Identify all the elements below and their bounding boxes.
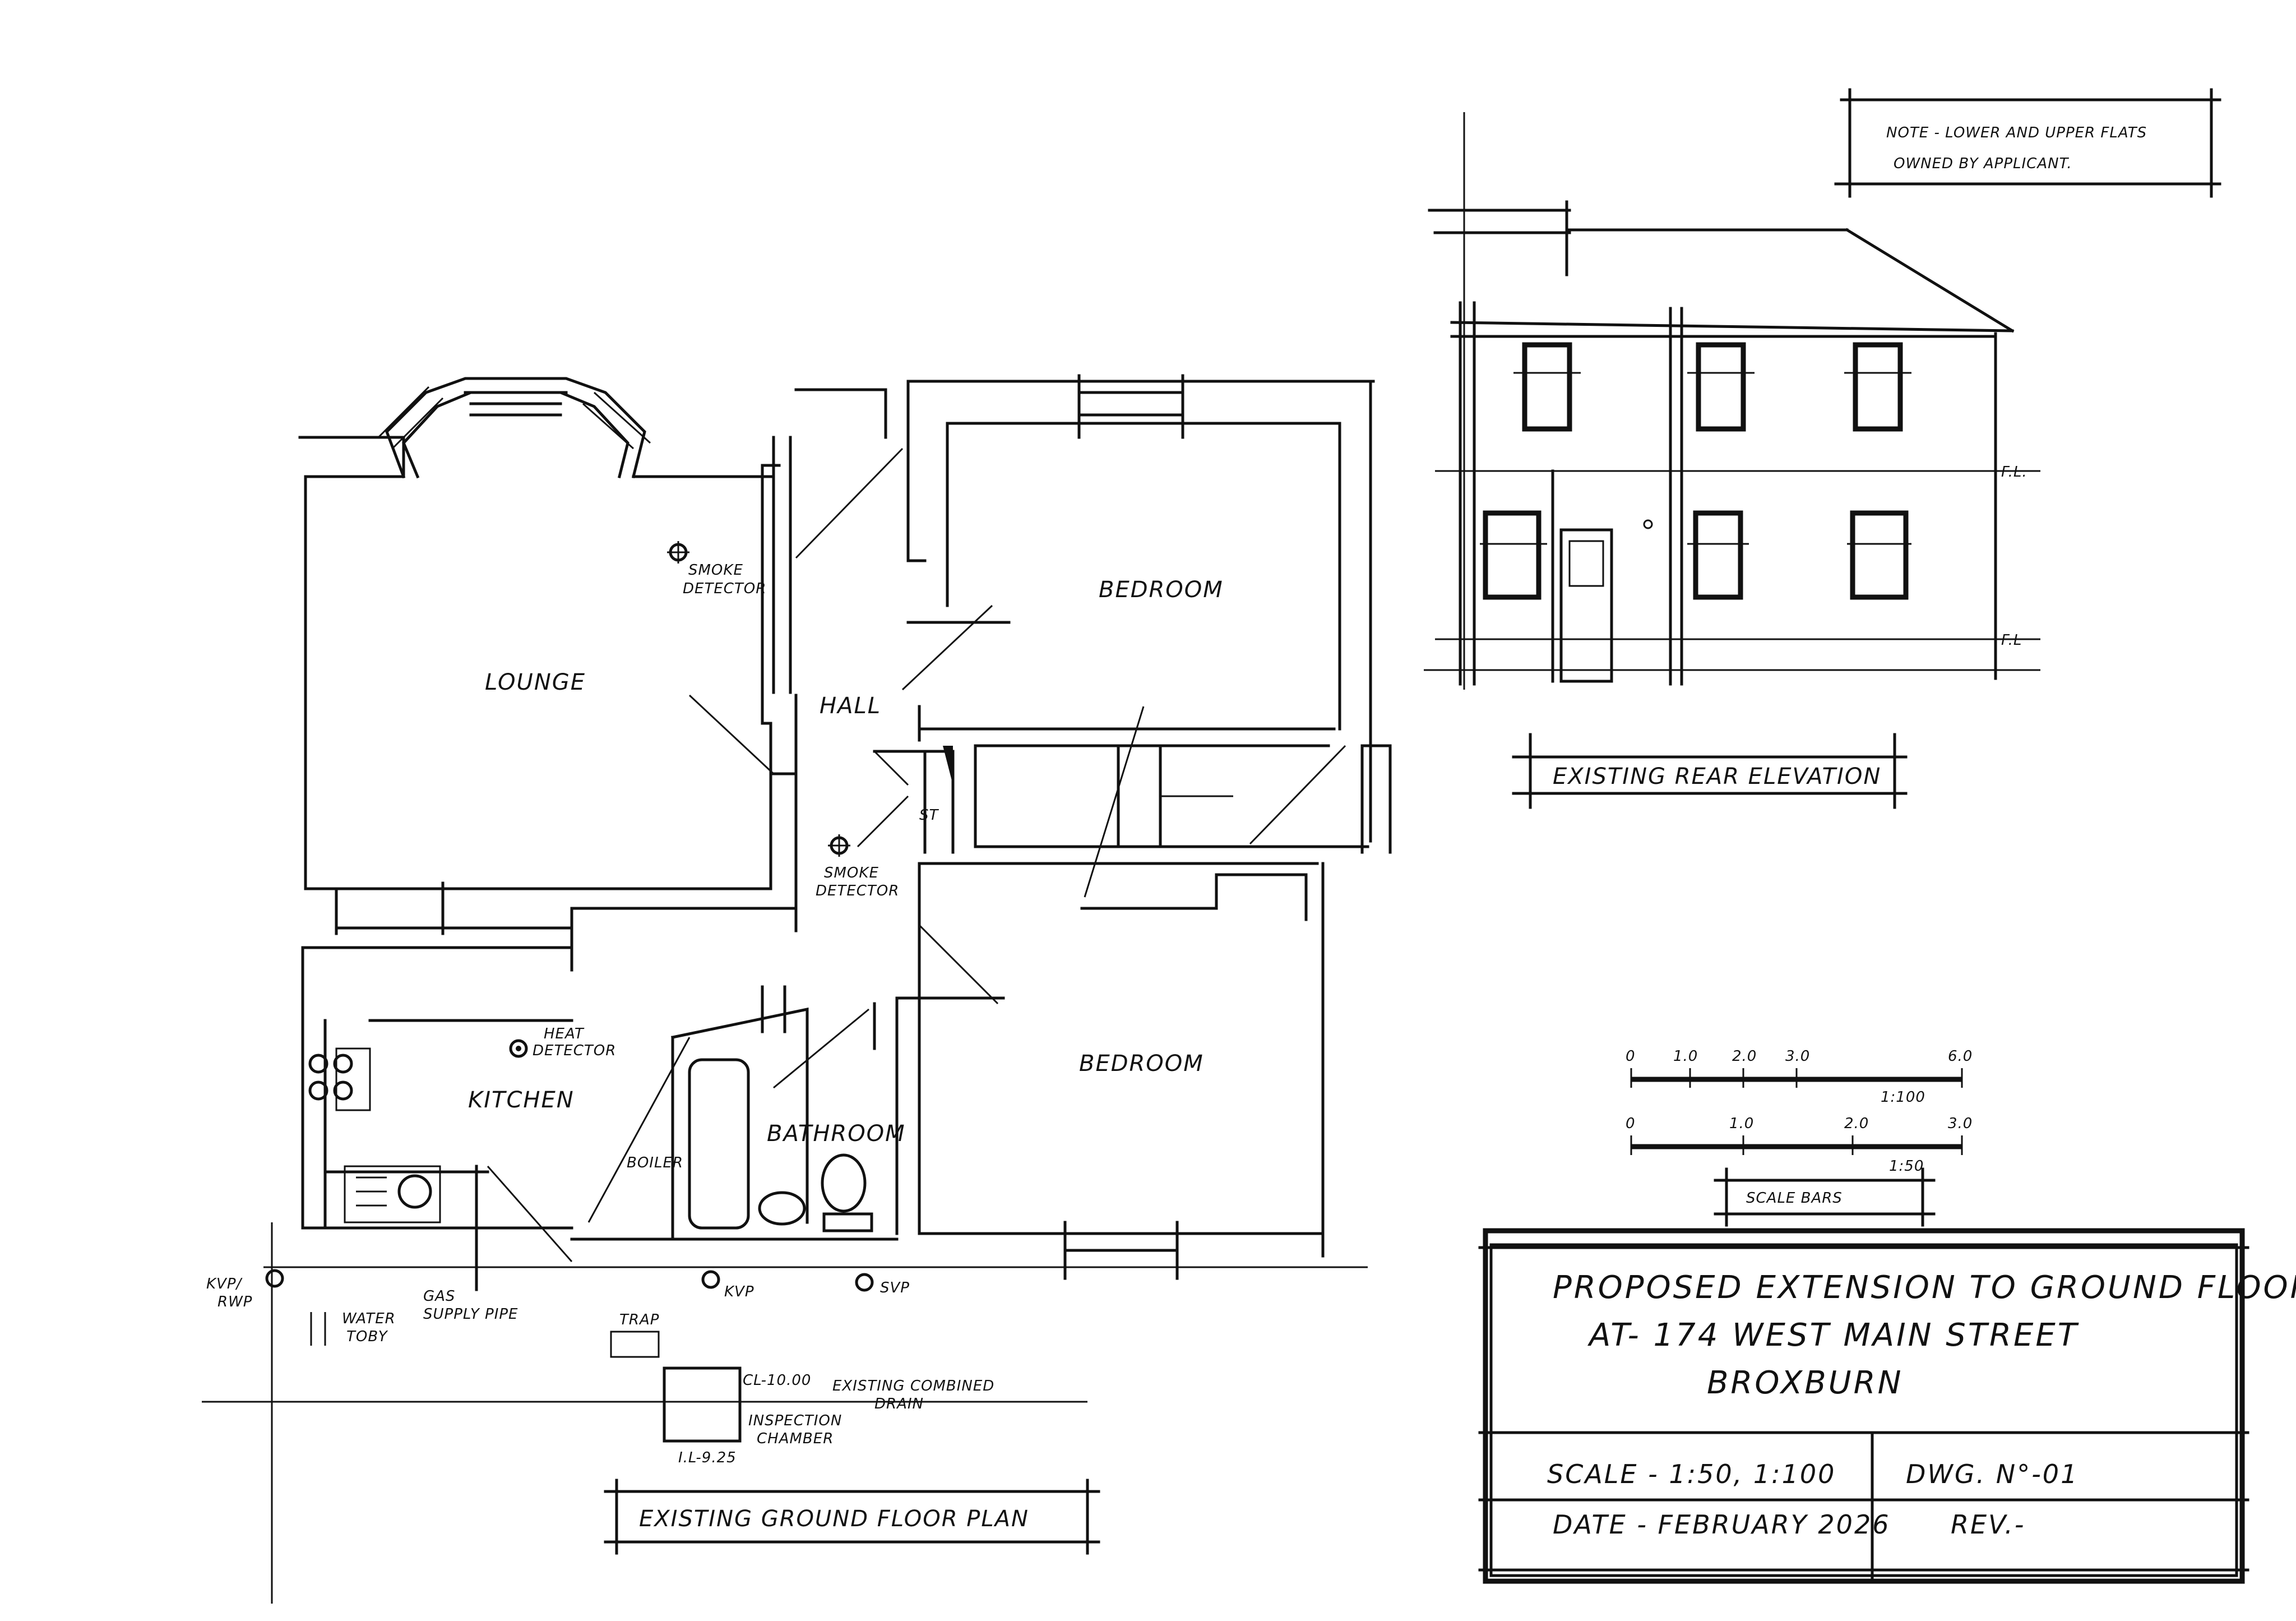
project-title-line-3: BROXBURN	[1707, 1365, 1903, 1401]
scale-bar-1-tick-3: 3.0	[1785, 1048, 1810, 1065]
scale-bar-2-tick-0: 0	[1626, 1115, 1636, 1132]
svp-label: SVP	[880, 1280, 910, 1296]
gas-supply-label-b: SUPPLY PIPE	[423, 1306, 519, 1323]
drawing-revision: REV.-	[1951, 1509, 2025, 1540]
heat-detector-label-a: HEAT	[544, 1026, 585, 1042]
scale-bars: 0 1.0 2.0 3.0 6.0 1:100 0 1.0 2.0 3.0 1:…	[1626, 1048, 1973, 1227]
gas-supply-label-a: GAS	[423, 1288, 455, 1305]
room-label-bathroom: BATHROOM	[767, 1121, 906, 1147]
floor-level-lower-label: F.L	[2001, 632, 2022, 649]
room-label-kitchen: KITCHEN	[468, 1087, 575, 1113]
scale-bar-1-tick-4: 6.0	[1948, 1048, 1973, 1065]
scale-bar-1-ratio: 1:100	[1881, 1089, 1925, 1106]
scale-bar-2-tick-1: 1.0	[1729, 1115, 1754, 1132]
scale-bar-2-tick-3: 3.0	[1948, 1115, 1973, 1132]
project-title-line-1: PROPOSED EXTENSION TO GROUND FLOOR FLAT	[1553, 1269, 2296, 1306]
smoke-detector-label-1a: SMOKE	[688, 562, 743, 579]
smoke-detector-label-2b: DETECTOR	[816, 883, 899, 899]
inspection-chamber-label-a: INSPECTION	[748, 1412, 842, 1429]
invert-level-label: I.L-9.25	[678, 1449, 737, 1466]
title-block: PROPOSED EXTENSION TO GROUND FLOOR FLAT …	[1478, 1228, 2296, 1584]
smoke-detector-label-1b: DETECTOR	[683, 580, 766, 597]
note-box: NOTE - LOWER AND UPPER FLATS OWNED BY AP…	[1834, 88, 2221, 198]
elevation-caption: EXISTING REAR ELEVATION	[1553, 764, 1881, 789]
scale-bar-2-ratio: 1:50	[1889, 1158, 1924, 1175]
store-label: ST	[919, 807, 939, 824]
combined-drain-label-b: DRAIN	[874, 1396, 924, 1412]
cover-level-label: CL-10.00	[743, 1372, 811, 1389]
floor-level-upper-label: F.L.	[2001, 464, 2027, 481]
heat-detector-label-b: DETECTOR	[533, 1042, 616, 1059]
rear-elevation: F.L. F.L EXISTING REAR ELEVATION	[1424, 112, 2040, 809]
smoke-detector-label-2a: SMOKE	[824, 865, 879, 881]
scale-bar-1-tick-0: 0	[1626, 1048, 1636, 1065]
scale-bar-1-tick-2: 2.0	[1732, 1048, 1757, 1065]
drawing-number: DWG. N°-01	[1906, 1459, 2079, 1489]
room-label-bedroom-front: BEDROOM	[1099, 577, 1224, 603]
note-line-1: NOTE - LOWER AND UPPER FLATS	[1886, 124, 2147, 141]
drawing-date: DATE - FEBRUARY 2026	[1553, 1509, 1890, 1540]
ground-floor-plan: LOUNGE BEDROOM HALL BEDROOM KITCHEN BATH…	[202, 374, 1392, 1604]
water-toby-label-a: WATER	[342, 1310, 396, 1327]
trap-label: TRAP	[619, 1311, 659, 1328]
room-label-bedroom-rear: BEDROOM	[1079, 1051, 1204, 1077]
note-line-2: OWNED BY APPLICANT.	[1894, 155, 2072, 172]
drawing-scale: SCALE - 1:50, 1:100	[1547, 1459, 1836, 1489]
scale-bar-1-tick-1: 1.0	[1673, 1048, 1698, 1065]
combined-drain-label-a: EXISTING COMBINED	[832, 1378, 994, 1394]
room-label-lounge: LOUNGE	[485, 669, 586, 695]
water-toby-label-b: TOBY	[346, 1328, 388, 1345]
plan-caption: EXISTING GROUND FLOOR PLAN	[639, 1506, 1029, 1532]
boiler-label: BOILER	[627, 1154, 683, 1171]
kvp-rwp-label-b: RWP	[217, 1294, 252, 1310]
inspection-chamber-label-b: CHAMBER	[757, 1430, 834, 1447]
kvp-label: KVP	[724, 1283, 754, 1300]
kvp-rwp-label-a: KVP/	[206, 1276, 243, 1292]
scale-bar-2-tick-2: 2.0	[1844, 1115, 1869, 1132]
project-title-line-2: AT- 174 WEST MAIN STREET	[1587, 1317, 2079, 1354]
scale-bars-caption: SCALE BARS	[1746, 1190, 1843, 1207]
room-label-hall: HALL	[820, 693, 881, 719]
